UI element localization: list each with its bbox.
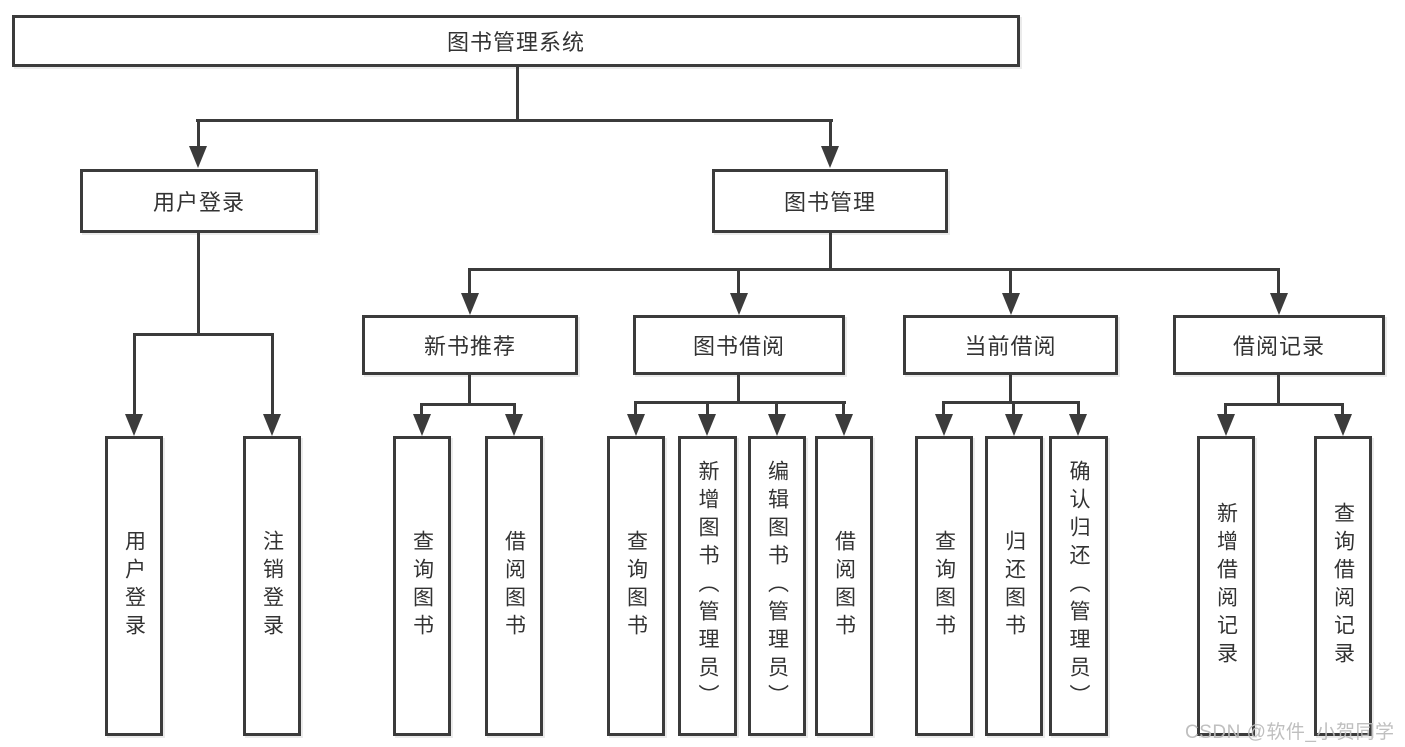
connector-book-borrow-rail [634,401,846,404]
connector-drop-leaf [513,403,516,414]
arrow-down-icon [505,414,523,436]
leaf-edit-books-admin-label: 编辑图书（管理员） [765,460,789,712]
leaf-add-books-admin: 新增图书（管理员） [678,436,737,736]
node-user-login: 用户登录 [80,169,318,233]
leaf-confirm-return-admin: 确认归还（管理员） [1049,436,1108,736]
node-book-management-label: 图书管理 [783,190,876,215]
connector-root-stem [516,67,519,120]
connector-drop-leaf [420,403,423,414]
leaf-edit-books-admin: 编辑图书（管理员） [748,436,806,736]
node-new-book-recommend: 新书推荐 [362,315,578,375]
arrow-down-icon [1334,414,1352,436]
node-borrowing-records: 借阅记录 [1173,315,1385,375]
leaf-user-login: 用户登录 [105,436,163,736]
leaf-add-books-admin-label: 新增图书（管理员） [696,460,719,712]
leaf-confirm-return-admin-label: 确认归还（管理员） [1067,460,1090,712]
arrow-down-icon [835,414,853,436]
connector-current-borrow-rail [942,401,1080,404]
arrow-down-icon [1270,293,1288,315]
leaf-borrow-books-newbooks: 借阅图书 [485,436,543,736]
node-current-borrowing-label: 当前借阅 [964,334,1057,359]
connector-drop-new-books [468,268,471,293]
connector-book-mgmt-rail [468,268,1280,271]
arrow-down-icon [189,146,207,168]
node-borrowing-records-label: 借阅记录 [1232,334,1325,359]
arrow-down-icon [125,414,143,436]
arrow-down-icon [627,414,645,436]
connector-book-mgmt-stem [829,233,832,271]
arrow-down-icon [730,293,748,315]
leaf-query-books-newbooks-label: 查询图书 [410,530,434,642]
connector-drop-leaf [842,401,845,414]
connector-new-books-rail [420,403,516,406]
connector-borrow-records-rail [1224,403,1344,406]
arrow-down-icon [1005,414,1023,436]
connector-drop-user-login [197,119,200,146]
leaf-return-books: 归还图书 [985,436,1043,736]
connector-book-borrow-stem [737,375,740,403]
leaf-query-books-current-label: 查询图书 [932,530,956,642]
leaf-query-borrow-record: 查询借阅记录 [1314,436,1372,736]
connector-borrow-records-stem [1277,375,1280,405]
connector-drop-leaf [942,401,945,414]
connector-root-rail [196,119,833,122]
connector-drop-login-leaf [133,333,136,414]
connector-drop-current-borrow [1009,268,1012,293]
leaf-query-books-borrowing: 查询图书 [607,436,665,736]
leaf-borrow-books-borrowing: 借阅图书 [815,436,873,736]
node-new-book-recommend-label: 新书推荐 [423,334,516,359]
node-root-label: 图书管理系统 [446,30,585,55]
connector-drop-leaf [1341,403,1344,414]
connector-drop-leaf [1012,401,1015,414]
node-root-library-system: 图书管理系统 [12,15,1020,67]
arrow-down-icon [1069,414,1087,436]
connector-user-login-stem [197,233,200,335]
connector-new-books-stem [468,375,471,405]
csdn-watermark: CSDN @软件_小贺同学 [1185,722,1395,743]
leaf-add-borrow-record: 新增借阅记录 [1197,436,1255,736]
node-book-management: 图书管理 [712,169,948,233]
connector-drop-leaf [634,401,637,414]
connector-current-borrow-stem [1009,375,1012,403]
connector-drop-book-borrow [737,268,740,293]
leaf-query-books-current: 查询图书 [915,436,973,736]
leaf-user-login-label: 用户登录 [122,530,146,642]
arrow-down-icon [263,414,281,436]
leaf-query-books-newbooks: 查询图书 [393,436,451,736]
connector-drop-logout-leaf [271,333,274,414]
leaf-query-books-borrowing-label: 查询图书 [624,530,648,642]
connector-drop-leaf [706,401,709,414]
node-book-borrowing: 图书借阅 [633,315,845,375]
arrow-down-icon [698,414,716,436]
arrow-down-icon [768,414,786,436]
arrow-down-icon [1217,414,1235,436]
leaf-logout: 注销登录 [243,436,301,736]
connector-drop-leaf [775,401,778,414]
connector-drop-borrow-records [1277,268,1280,293]
leaf-add-borrow-record-label: 新增借阅记录 [1214,502,1238,670]
leaf-borrow-books-newbooks-label: 借阅图书 [502,530,526,642]
arrow-down-icon [413,414,431,436]
arrow-down-icon [461,293,479,315]
arrow-down-icon [1002,293,1020,315]
leaf-borrow-books-borrowing-label: 借阅图书 [832,530,856,642]
leaf-logout-label: 注销登录 [260,530,284,642]
connector-drop-leaf [1224,403,1227,414]
arrow-down-icon [821,146,839,168]
leaf-return-books-label: 归还图书 [1002,530,1026,642]
leaf-query-borrow-record-label: 查询借阅记录 [1331,502,1355,670]
connector-user-login-rail [133,333,274,336]
node-book-borrowing-label: 图书借阅 [692,334,785,359]
connector-drop-leaf [1077,401,1080,414]
connector-drop-book-mgmt [829,119,832,146]
arrow-down-icon [935,414,953,436]
node-user-login-label: 用户登录 [152,190,245,215]
node-current-borrowing: 当前借阅 [903,315,1118,375]
